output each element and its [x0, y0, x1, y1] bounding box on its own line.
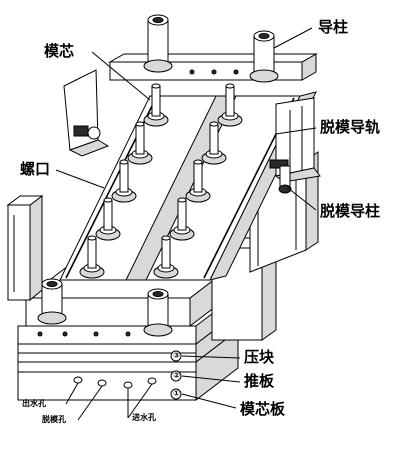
label-thread-mouth: 螺口: [20, 160, 51, 178]
label-core-plate: 模芯板: [240, 400, 286, 418]
label-water-outlet: 出水孔: [22, 399, 46, 408]
demold-pillar: [278, 165, 292, 194]
core-row-right: [153, 83, 243, 279]
guide-pillar-back-left: [143, 14, 173, 73]
right-demold-rail: [269, 97, 321, 183]
label-demold-hole: 脱模孔: [42, 415, 66, 424]
guide-pillar-front-left: [37, 278, 67, 325]
core-row-left: [79, 83, 169, 279]
label-water-inlet: 进水孔: [132, 413, 156, 422]
plate-number-1: ①: [173, 389, 180, 398]
label-mold-core: 模芯: [44, 42, 75, 60]
leader-lines: [55, 27, 317, 421]
left-demold-rail: [63, 69, 110, 157]
guide-pillar-back-right: [249, 30, 279, 83]
label-demold-pillar: 脱模导柱: [320, 202, 381, 220]
label-demold-rail: 脱模导轨: [320, 118, 381, 136]
label-press-block: 压块: [244, 348, 275, 366]
front-holes: [37, 331, 163, 389]
plate-number-2: ②: [173, 371, 180, 380]
top-plate: [108, 53, 318, 81]
plate-number-3: ③: [173, 351, 180, 360]
left-side-bracket: [6, 195, 44, 302]
label-push-plate: 推板: [244, 372, 275, 390]
guide-pillar-front-right: [143, 288, 173, 337]
label-guide-pillar: 导柱: [318, 18, 349, 36]
